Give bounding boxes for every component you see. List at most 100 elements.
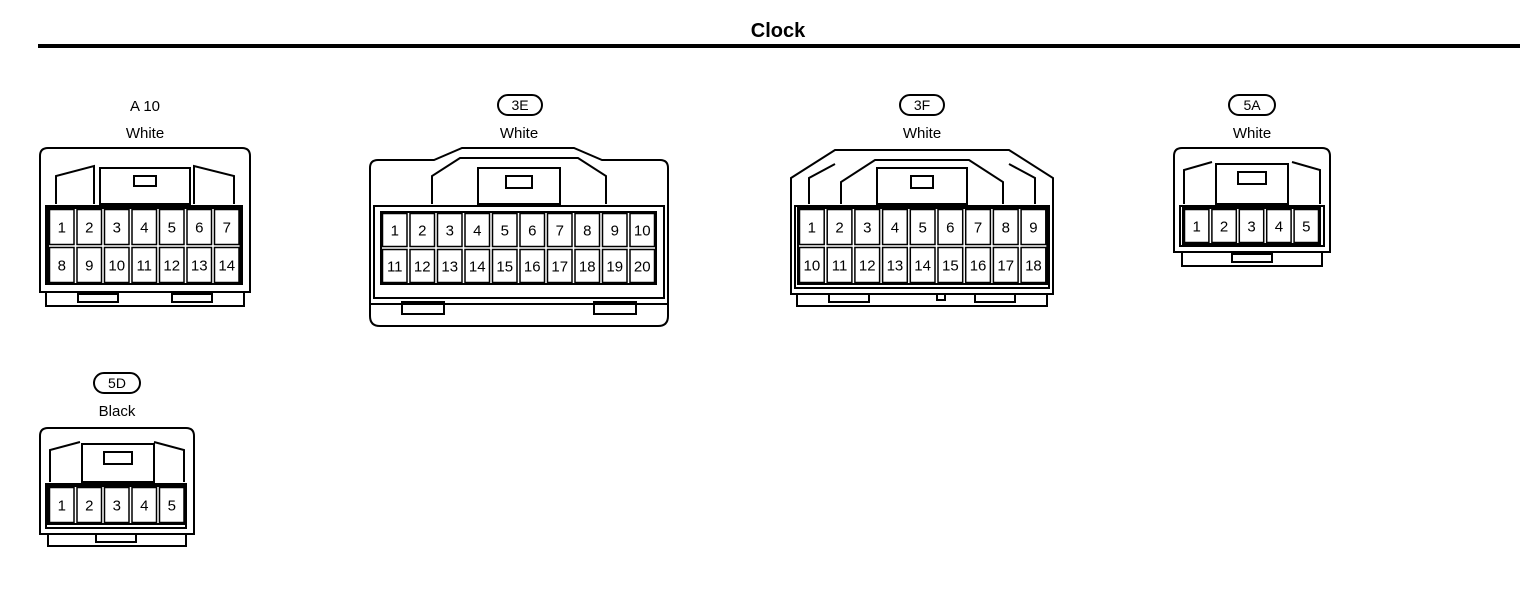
pin-number: 17 — [997, 258, 1014, 275]
pin-cell — [103, 486, 130, 524]
pin-cell — [464, 212, 491, 248]
pin-number: 14 — [914, 258, 931, 275]
pin-number: 16 — [524, 259, 541, 276]
connector-housing — [1173, 147, 1331, 253]
pin-cell — [186, 208, 213, 246]
pin-number: 4 — [140, 498, 148, 515]
pin-cell — [964, 208, 992, 246]
pin-frame — [794, 205, 1050, 289]
pin-number: 13 — [441, 259, 458, 276]
pin-number: 10 — [634, 223, 651, 240]
pin-number: 15 — [496, 259, 513, 276]
pin-grid — [47, 207, 242, 285]
pin-cell — [131, 486, 158, 524]
connector-housing — [790, 149, 1054, 295]
pin-cell — [881, 208, 909, 246]
pin-number: 20 — [634, 259, 651, 276]
pin-number: 5 — [501, 223, 509, 240]
latch-sides — [49, 441, 185, 482]
pin-cell — [48, 486, 75, 524]
pin-cell — [629, 248, 656, 284]
pin-number: 10 — [108, 258, 125, 275]
pin-cell — [826, 246, 853, 284]
pin-number: 3 — [863, 220, 871, 237]
pin-cell — [158, 208, 185, 246]
pin-number: 4 — [1275, 219, 1283, 236]
center-key — [876, 167, 968, 205]
center-key — [99, 167, 191, 205]
pin-cell — [158, 486, 185, 524]
pin-number: 4 — [891, 220, 899, 237]
connector-code: A 10 — [129, 98, 161, 115]
pin-cell — [158, 246, 185, 284]
pin-cell — [213, 246, 240, 284]
pin-number: 19 — [606, 259, 623, 276]
pin-number: 3 — [1247, 219, 1255, 236]
hood-outline — [840, 159, 1004, 204]
connector-color: White — [125, 125, 165, 142]
pin-cell — [131, 246, 158, 284]
pin-cell — [1020, 246, 1047, 284]
pin-cell — [629, 212, 656, 248]
pin-cell — [881, 246, 909, 284]
connector-color: White — [902, 125, 942, 142]
pin-cell — [436, 212, 463, 248]
pin-number: 1 — [58, 498, 66, 515]
pin-number: 13 — [191, 258, 208, 275]
pin-cell — [519, 212, 546, 248]
pin-number: 14 — [218, 258, 235, 275]
pin-grid — [380, 211, 657, 285]
pin-cell — [381, 248, 408, 284]
pin-number: 7 — [223, 220, 231, 237]
pin-cell — [854, 208, 881, 246]
connector-color: Black — [98, 403, 136, 420]
base-clip-left — [77, 293, 119, 303]
pin-cell — [546, 248, 573, 284]
pin-cell — [1211, 208, 1238, 244]
pin-number: 7 — [556, 223, 564, 240]
pin-number: 14 — [469, 259, 486, 276]
base-clip-right — [974, 293, 1016, 303]
pin-cell — [546, 212, 573, 248]
pin-number: 16 — [970, 258, 987, 275]
pin-number: 13 — [887, 258, 904, 275]
pin-number: 12 — [414, 259, 431, 276]
latch-sides — [808, 163, 1036, 204]
pin-cell — [964, 246, 992, 284]
pin-cell — [409, 212, 436, 248]
pin-cell — [1293, 208, 1320, 244]
pin-cell — [574, 248, 601, 284]
connector-code: 3E — [497, 94, 543, 116]
pin-cell — [436, 248, 463, 284]
pin-number: 9 — [1029, 220, 1037, 237]
key-tab — [1237, 171, 1267, 185]
pin-number: 1 — [58, 220, 66, 237]
pin-cell — [76, 486, 103, 524]
pin-cell — [76, 208, 103, 246]
pin-number: 5 — [1302, 219, 1310, 236]
pin-number: 5 — [918, 220, 926, 237]
connector-code: 5A — [1228, 94, 1276, 116]
pin-number: 7 — [974, 220, 982, 237]
key-tab — [133, 175, 157, 187]
pin-cell — [103, 246, 130, 284]
pin-cell — [798, 208, 825, 246]
pin-number: 1 — [391, 223, 399, 240]
pin-cell — [186, 246, 213, 284]
pin-cell — [937, 246, 964, 284]
pin-cell — [798, 246, 825, 284]
key-tab — [103, 451, 133, 465]
connector-base — [796, 294, 1048, 307]
pin-number: 3 — [446, 223, 454, 240]
pin-cell — [1238, 208, 1265, 244]
pin-number: 10 — [804, 258, 821, 275]
base-clip-right — [171, 293, 213, 303]
pin-cell — [601, 212, 628, 248]
pin-cell — [937, 208, 964, 246]
connector-base — [1181, 252, 1323, 267]
pin-number: 9 — [611, 223, 619, 240]
latch-sides — [1183, 161, 1321, 204]
